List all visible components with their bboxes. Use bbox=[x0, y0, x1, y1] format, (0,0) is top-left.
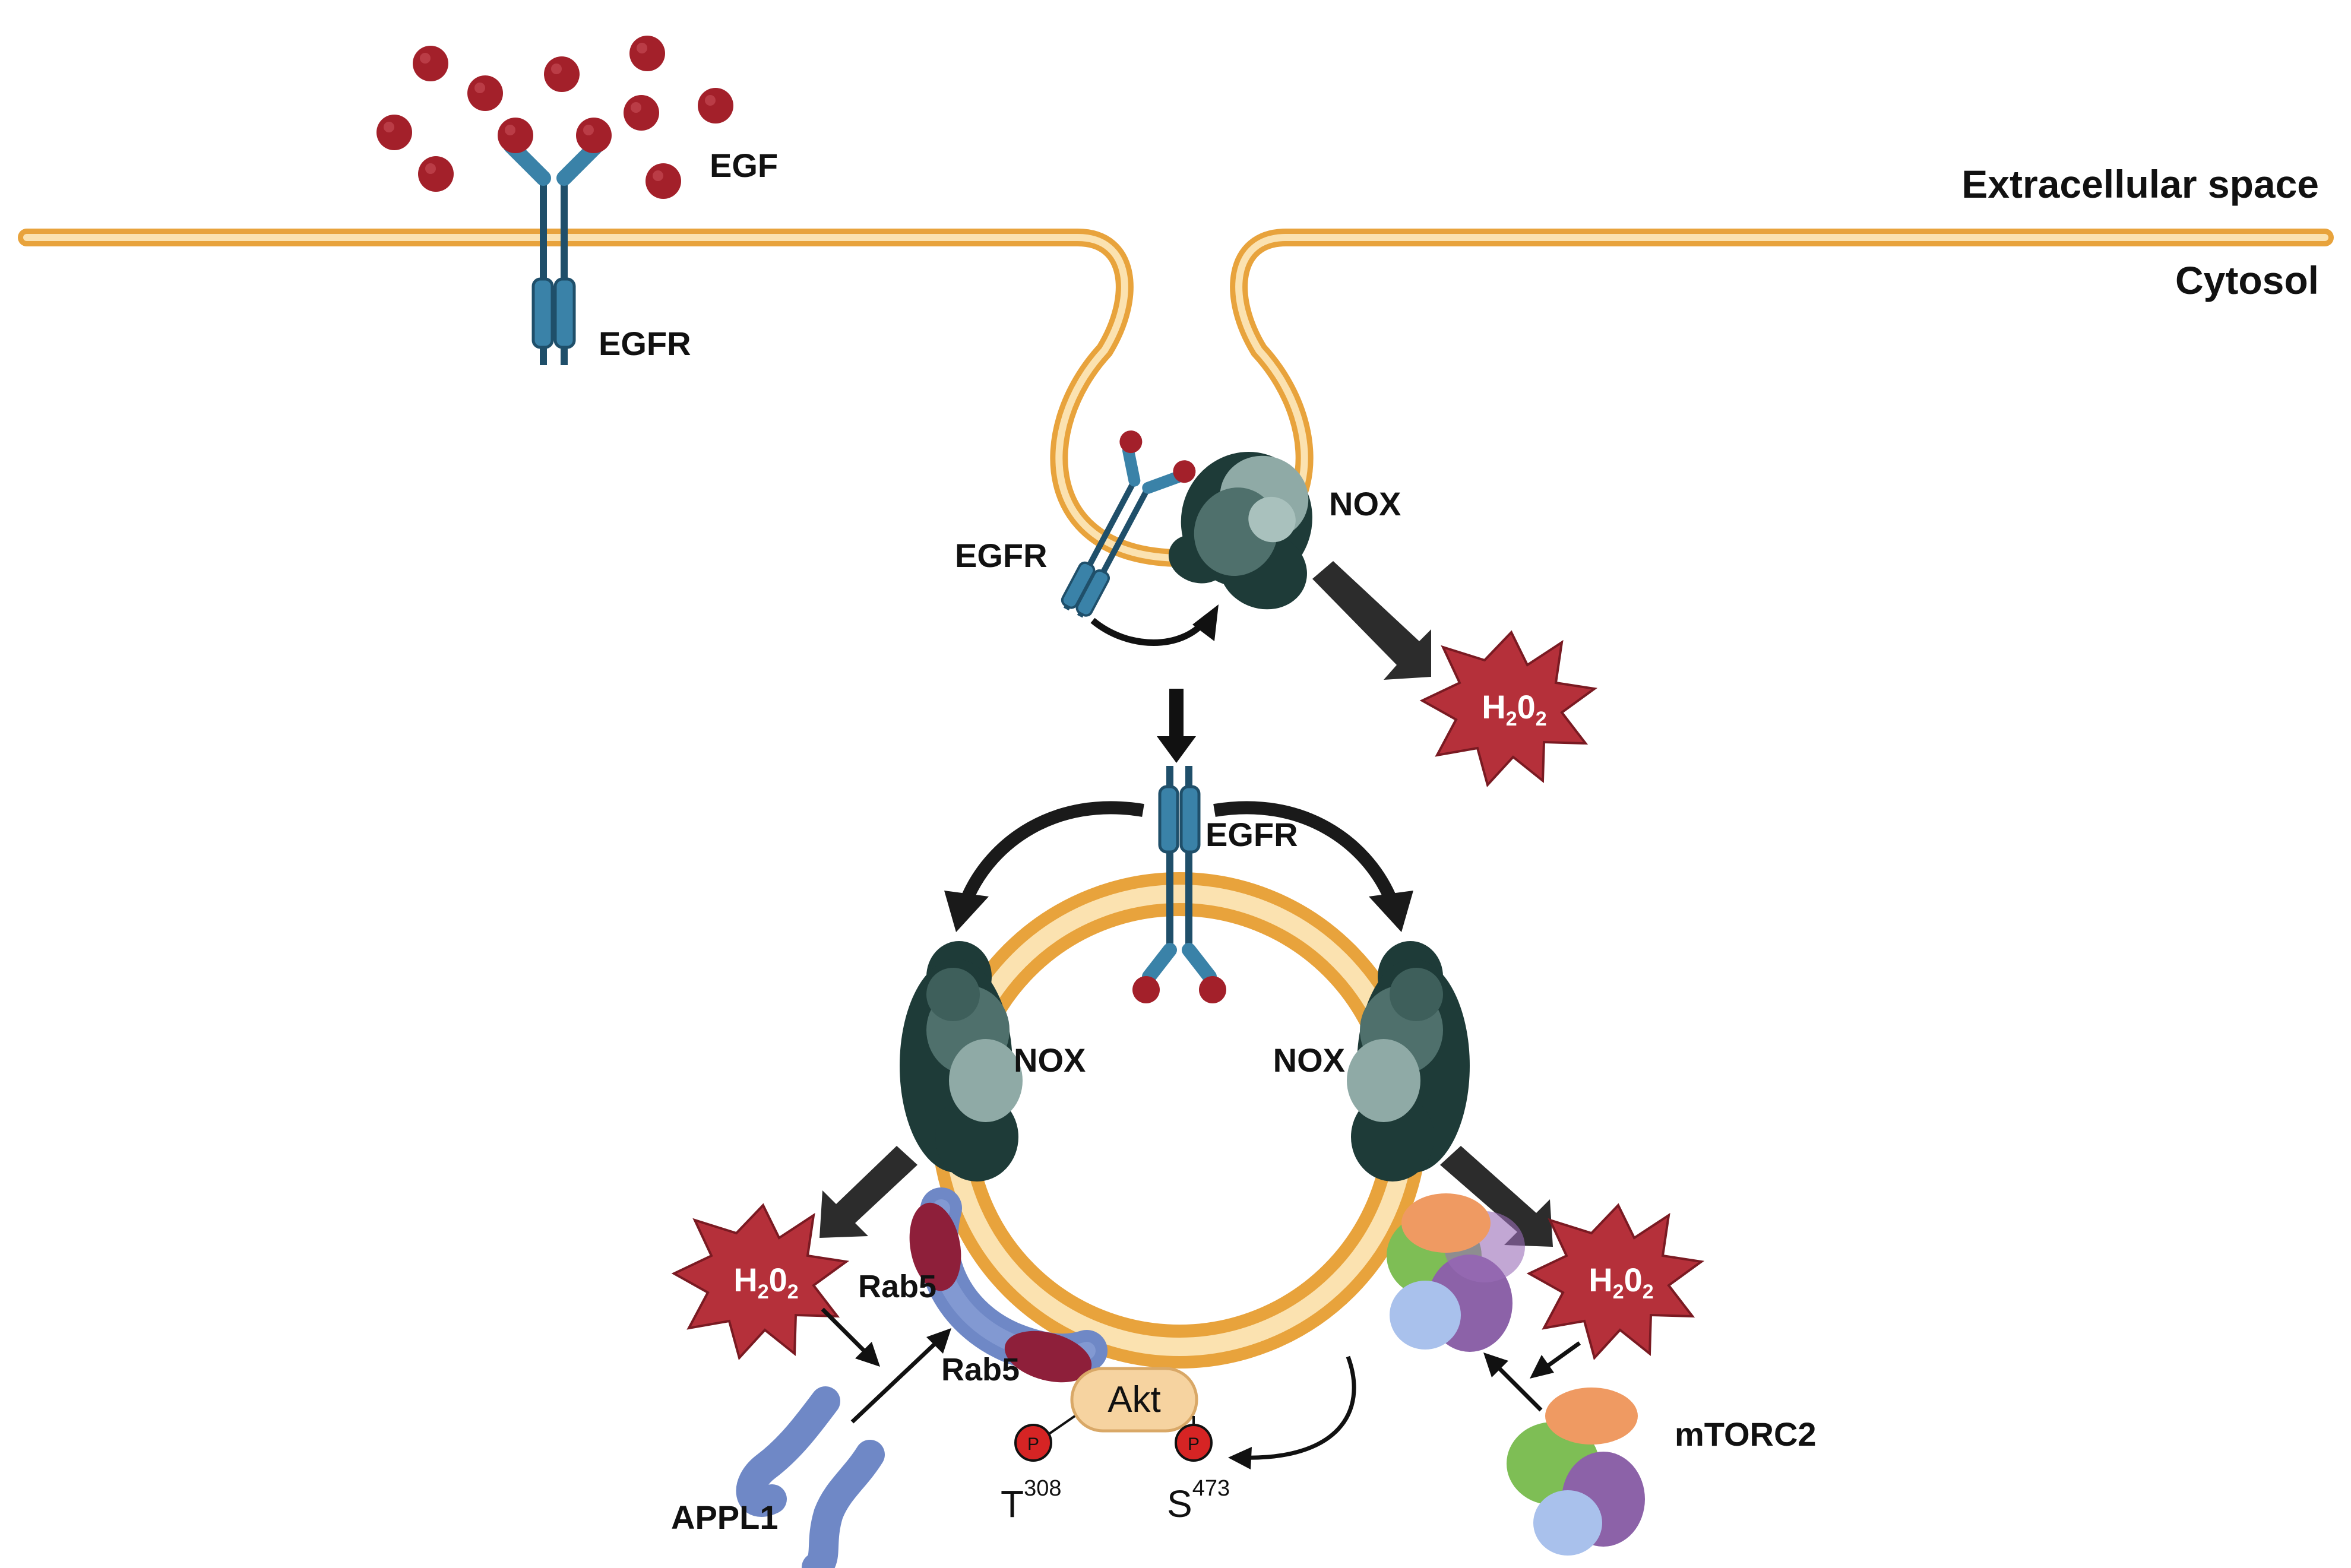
endosome-egfr bbox=[1132, 766, 1226, 1003]
mtorc2-to-endosome-arrow bbox=[1483, 1352, 1543, 1412]
h2o2-burst-top: H202 bbox=[1419, 630, 1598, 788]
egfr-to-nox-left-arrow bbox=[961, 801, 1144, 899]
pit-egfr-to-nox-arrow bbox=[1090, 617, 1208, 646]
appl1-proteins bbox=[736, 1386, 885, 1568]
nox-right-complex bbox=[1347, 941, 1470, 1181]
pit-nox-complex bbox=[1168, 452, 1312, 610]
egfr-to-nox-right-arrow bbox=[1213, 801, 1396, 899]
svg-text:H202: H202 bbox=[1589, 1261, 1653, 1303]
appl1-to-rab5-arrow bbox=[850, 1328, 951, 1424]
egfr-pit-label: EGFR bbox=[955, 537, 1048, 574]
plasma-membrane bbox=[18, 229, 2334, 568]
egfr-endosome-label: EGFR bbox=[1205, 816, 1298, 853]
rab5-upper-label: Rab5 bbox=[858, 1269, 936, 1304]
surface-egfr bbox=[498, 118, 612, 365]
h2o2-to-appl1-arrow bbox=[821, 1307, 880, 1367]
nox-left-label: NOX bbox=[1014, 1041, 1086, 1079]
pit-egfr bbox=[1061, 430, 1196, 618]
rab5-appl1-complex bbox=[909, 1187, 1108, 1383]
svg-text:P: P bbox=[1188, 1434, 1200, 1454]
phospho-t308: P bbox=[1014, 1415, 1076, 1462]
egf-label: EGF bbox=[710, 147, 778, 184]
nox-right-to-h2o2-arrow bbox=[1440, 1146, 1553, 1247]
appl1-label: APPL1 bbox=[671, 1499, 779, 1536]
mtorc2-to-s473-arrow bbox=[1241, 1355, 1356, 1460]
pit-nox-to-h2o2-arrow bbox=[1312, 561, 1431, 680]
nox-left-complex bbox=[900, 941, 1023, 1181]
mtorc2-label: mTORC2 bbox=[1675, 1415, 1817, 1453]
svg-text:P: P bbox=[1027, 1434, 1039, 1454]
nox-right-label: NOX bbox=[1273, 1041, 1345, 1079]
svg-text:H202: H202 bbox=[733, 1261, 798, 1303]
rab5-lower-label: Rab5 bbox=[941, 1352, 1020, 1388]
nox-left-to-h2o2-arrow bbox=[819, 1146, 917, 1238]
mtorc2-free-complex bbox=[1507, 1388, 1645, 1556]
pit-to-endosome-arrow bbox=[1157, 689, 1196, 763]
mtorc2-endosome-complex bbox=[1387, 1193, 1525, 1352]
t308-site-label: T308 bbox=[1001, 1476, 1062, 1525]
phospho-s473: P bbox=[1175, 1416, 1213, 1462]
extracellular-space-label: Extracellular space bbox=[1961, 162, 2319, 206]
h2o2-burst-right: H202 bbox=[1526, 1203, 1705, 1361]
egfr-surface-label: EGFR bbox=[599, 325, 691, 362]
egf-ligand-cluster bbox=[376, 36, 733, 199]
svg-text:H202: H202 bbox=[1482, 688, 1546, 730]
h2o2-burst-left: H202 bbox=[671, 1203, 850, 1361]
akt-protein bbox=[1070, 1367, 1198, 1433]
s473-site-label: S473 bbox=[1167, 1476, 1230, 1525]
h2o2-to-mtorc2-arrow bbox=[1530, 1341, 1581, 1379]
nox-pit-label: NOX bbox=[1329, 485, 1401, 522]
cytosol-label: Cytosol bbox=[2175, 258, 2319, 302]
akt-label: Akt bbox=[1108, 1379, 1161, 1420]
